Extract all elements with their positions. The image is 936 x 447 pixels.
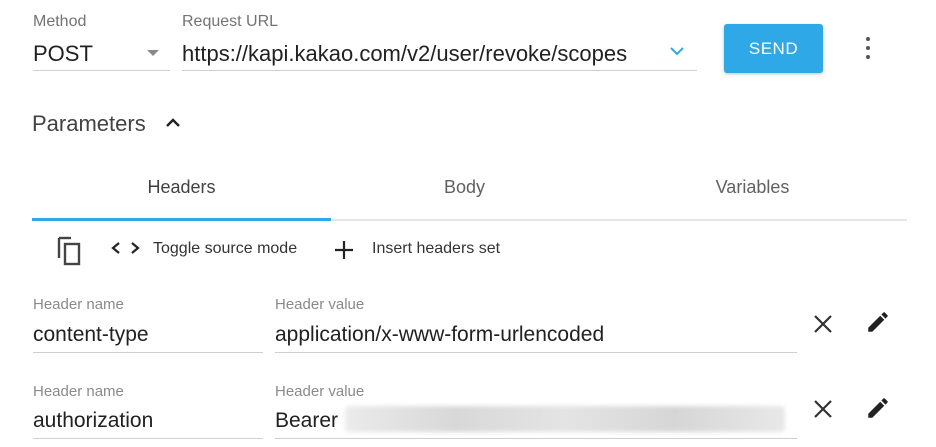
url-label: Request URL bbox=[182, 13, 279, 30]
insert-headers-set-button[interactable]: Insert headers set bbox=[333, 236, 523, 262]
url-value: https://kapi.kakao.com/v2/user/revoke/sc… bbox=[182, 41, 628, 66]
copy-icon[interactable] bbox=[56, 234, 82, 266]
header-name-input[interactable]: content-type bbox=[33, 320, 263, 353]
toggle-source-mode-label: Toggle source mode bbox=[153, 240, 298, 257]
close-icon[interactable] bbox=[812, 313, 834, 335]
parameters-title: Parameters bbox=[32, 111, 146, 136]
redacted-token bbox=[345, 406, 785, 432]
code-icon bbox=[111, 242, 140, 254]
method-underline bbox=[33, 70, 170, 71]
header-name-label: Header name bbox=[33, 383, 124, 400]
header-value-label: Header value bbox=[275, 383, 365, 400]
header-value-label: Header value bbox=[275, 296, 365, 313]
header-name-underline bbox=[33, 438, 263, 439]
url-underline bbox=[182, 70, 697, 71]
header-name-value: content-type bbox=[33, 323, 149, 346]
close-icon[interactable] bbox=[812, 398, 834, 420]
chevron-up-icon bbox=[166, 118, 180, 127]
header-value-value: application/x-www-form-urlencoded bbox=[275, 323, 605, 346]
toggle-source-mode-button[interactable]: Toggle source mode bbox=[110, 236, 310, 262]
tab-headers[interactable]: Headers bbox=[147, 177, 216, 197]
header-name-value: authorization bbox=[33, 409, 154, 432]
method-select[interactable]: POST bbox=[33, 38, 170, 72]
method-value: POST bbox=[33, 41, 93, 66]
url-input[interactable]: https://kapi.kakao.com/v2/user/revoke/sc… bbox=[182, 38, 697, 72]
header-name-input[interactable]: authorization bbox=[33, 406, 263, 439]
plus-icon bbox=[335, 241, 353, 259]
header-name-label: Header name bbox=[33, 296, 124, 313]
header-name-underline bbox=[33, 352, 263, 353]
more-options-icon[interactable] bbox=[864, 37, 872, 59]
method-label: Method bbox=[33, 13, 87, 30]
parameters-toggle[interactable]: Parameters bbox=[32, 110, 192, 138]
header-value-value: Bearer bbox=[275, 409, 339, 432]
edit-icon[interactable] bbox=[865, 395, 891, 421]
insert-headers-set-label: Insert headers set bbox=[372, 240, 501, 257]
header-value-underline bbox=[275, 438, 797, 439]
send-button[interactable]: SEND bbox=[724, 24, 823, 73]
tabs-divider bbox=[32, 219, 907, 221]
tab-variables[interactable]: Variables bbox=[715, 177, 790, 197]
tab-body[interactable]: Body bbox=[443, 177, 486, 197]
chevron-down-icon bbox=[147, 50, 159, 56]
header-value-input[interactable]: Bearer bbox=[275, 406, 797, 439]
header-value-underline bbox=[275, 352, 797, 353]
active-tab-indicator bbox=[32, 218, 331, 221]
chevron-down-icon[interactable] bbox=[668, 44, 686, 58]
header-value-input[interactable]: application/x-www-form-urlencoded bbox=[275, 320, 797, 353]
edit-icon[interactable] bbox=[865, 309, 891, 335]
